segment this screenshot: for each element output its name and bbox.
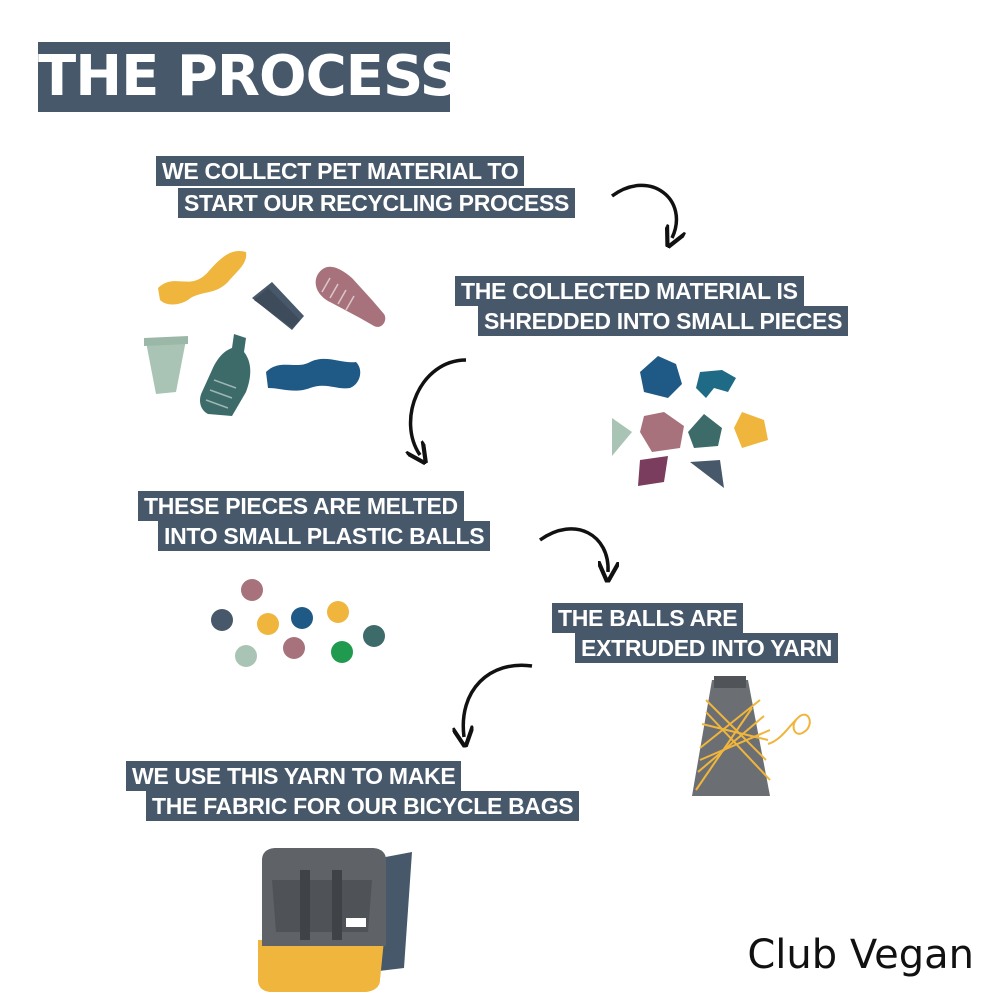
step-3-line-1: THESE PIECES ARE MELTED [138, 491, 464, 521]
step-4-line-2: EXTRUDED INTO YARN [575, 633, 839, 663]
bicycle-bag-icon [258, 848, 412, 992]
curved-arrow-icon [610, 183, 676, 238]
plastic-waste-icon [144, 250, 386, 416]
step-3-line-2: INTO SMALL PLASTIC BALLS [158, 521, 491, 551]
plastic-pellets-icon [211, 579, 385, 667]
curved-arrow-icon [538, 527, 608, 572]
curved-arrow-icon [463, 663, 533, 737]
step-2-line-2: SHREDDED INTO SMALL PIECES [478, 306, 849, 336]
step-5-line-2: THE FABRIC FOR OUR BICYCLE BAGS [146, 791, 580, 821]
step-5-line-1: WE USE THIS YARN TO MAKE [126, 761, 462, 791]
yarn-spool-icon [692, 676, 811, 796]
step-4-line-1: THE BALLS ARE [552, 603, 744, 633]
brand-name: Club Vegan [747, 932, 974, 978]
step-2-line-1: THE COLLECTED MATERIAL IS [455, 276, 804, 306]
curved-arrow-icon [411, 358, 467, 455]
page-title: THE PROCESS [38, 42, 450, 112]
shredded-pieces-icon [612, 356, 768, 488]
step-1-line-2: START OUR RECYCLING PROCESS [178, 188, 576, 218]
step-1-line-1: WE COLLECT PET MATERIAL TO [156, 156, 525, 186]
